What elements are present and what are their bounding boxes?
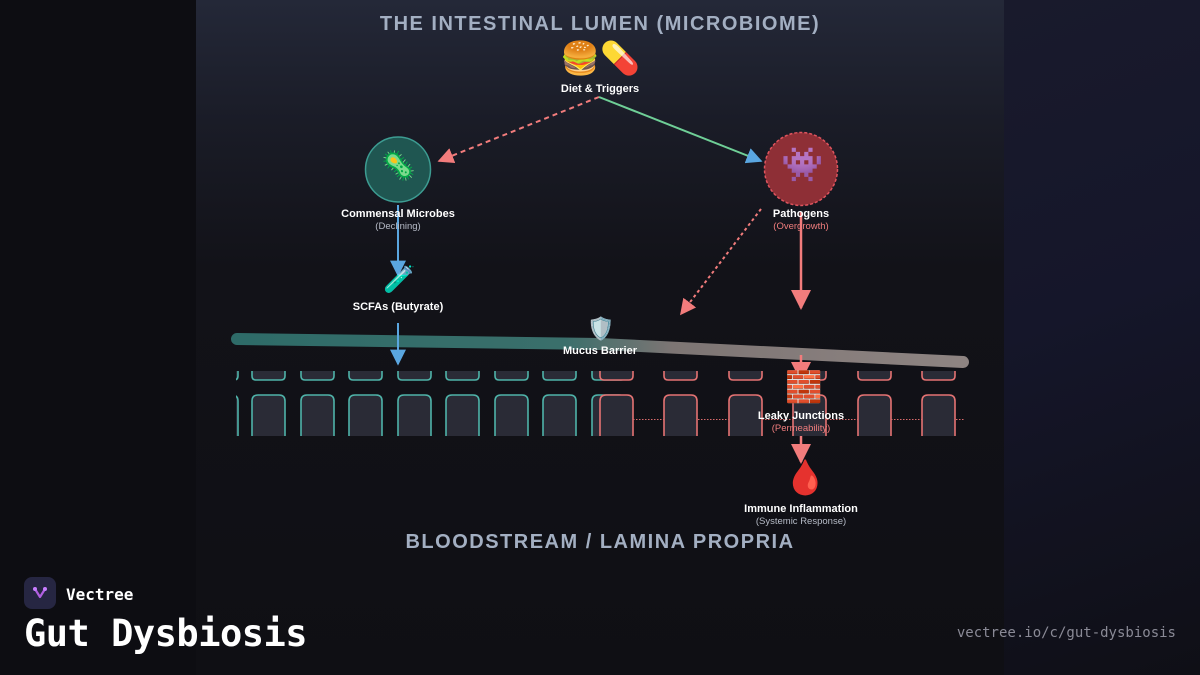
damaged-epithelial-cell-top (599, 371, 634, 381)
damaged-epithelial-cell (857, 394, 892, 436)
epithelial-cell-top (348, 371, 383, 381)
damaged-epithelial-cell (921, 394, 956, 436)
epithelial-cell (494, 394, 529, 436)
epithelial-cell (300, 394, 335, 436)
epithelial-cell-top (236, 371, 239, 381)
page-url[interactable]: vectree.io/c/gut-dysbiosis (956, 625, 1176, 641)
diet-label: Diet & Triggers (560, 83, 640, 95)
epithelial-cell (251, 394, 286, 436)
damaged-epithelial-cell (728, 394, 763, 436)
immune-inflammation-sublabel: (Systemic Response) (755, 516, 847, 527)
damaged-epithelial-cell (792, 394, 827, 436)
commensal-label: Commensal Microbes (341, 208, 455, 220)
microbe-icon: 🦠 (381, 149, 416, 182)
damaged-epithelial-cell (663, 394, 698, 436)
epithelial-cell (397, 394, 432, 436)
immune-inflammation-label: Immune Inflammation (744, 503, 858, 515)
pathogens-node-circle (763, 131, 839, 207)
mucus-barrier-label: Mucus Barrier (563, 345, 637, 357)
arrow-diet-to-pathogens (598, 96, 763, 164)
epithelial-cell (542, 394, 577, 436)
arrow-diet-to-commensal (437, 96, 600, 164)
scfa-label: SCFAs (Butyrate) (352, 301, 444, 313)
epithelial-cell-top (445, 371, 480, 381)
brick-icon: 🧱 (785, 370, 823, 405)
shield-icon: 🛡️ (587, 317, 615, 342)
epithelial-cell (445, 394, 480, 436)
epithelial-cell-top (542, 371, 577, 381)
pathogens-sublabel: (Overgrowth) (773, 221, 829, 232)
page-title: Gut Dysbiosis (24, 612, 308, 655)
epithelial-cell-layer (236, 371, 956, 436)
commensal-node-circle (364, 136, 432, 203)
alien-monster-icon: 👾 (781, 145, 824, 185)
epithelial-cell (236, 395, 239, 436)
leaky-junctions-label: Leaky Junctions (757, 410, 845, 422)
vectree-logo-icon (24, 577, 56, 609)
epithelial-cell-top (300, 371, 335, 381)
damaged-epithelial-cell-top (663, 371, 698, 381)
lumen-title: THE INTESTINAL LUMEN (MICROBIOME) (379, 13, 821, 35)
brand-name: Vectree (66, 585, 134, 604)
epithelial-cell-top (251, 371, 286, 381)
damaged-epithelial-cell-top (921, 371, 956, 381)
blood-drop-icon: 🩸 (784, 458, 827, 498)
background-right (1004, 0, 1200, 675)
leaky-junctions-sublabel: (Permeability) (771, 423, 831, 434)
bloodstream-title: BLOODSTREAM / LAMINA PROPRIA (405, 531, 795, 553)
mucus-barrier-band (231, 333, 969, 368)
arrow-pathogens-to-mucus (680, 208, 762, 316)
epithelial-cell (348, 394, 383, 436)
damaged-epithelial-cell-top (728, 371, 763, 381)
damaged-epithelial-cell-top (857, 371, 892, 381)
damaged-epithelial-cell (599, 394, 634, 436)
commensal-sublabel: (Declining) (375, 221, 421, 232)
epithelial-cell-top (494, 371, 529, 381)
pathogens-label: Pathogens (772, 208, 830, 220)
burger-pill-icon: 🍔💊 (560, 39, 640, 77)
epithelial-cell-top (397, 371, 432, 381)
test-tube-icon: 🧪 (383, 265, 416, 295)
